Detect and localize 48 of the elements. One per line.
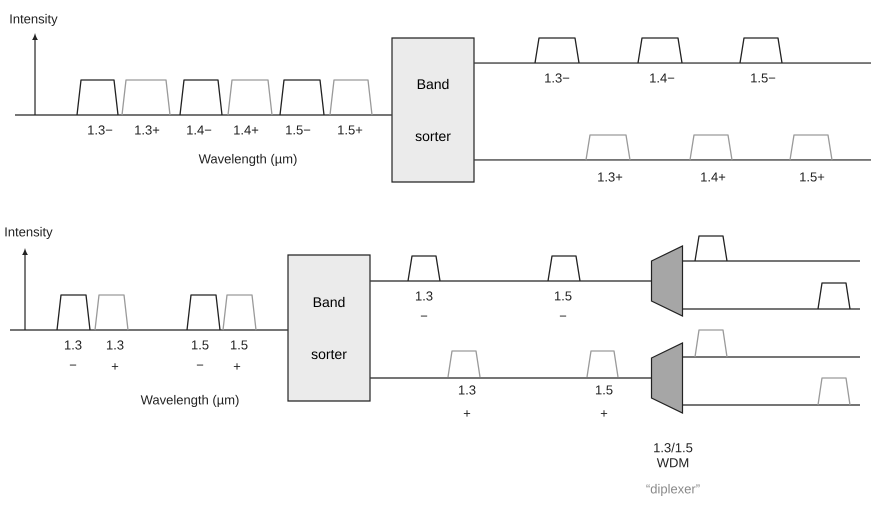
- axis-label: −: [196, 364, 204, 366]
- axis-label: 1.3: [64, 340, 82, 350]
- line: [682, 356, 860, 358]
- wdm-block: [650, 245, 684, 317]
- axis-label: Wavelength (µm): [140, 394, 239, 408]
- device-caption: “diplexer”: [646, 484, 700, 496]
- line: [682, 308, 860, 310]
- axis-label: 1.5: [596, 385, 612, 395]
- axis-label: 1.3: [458, 385, 476, 395]
- line: [370, 280, 652, 282]
- axis-label: +: [600, 410, 608, 417]
- line: [10, 329, 288, 331]
- axis-label: 1.3+: [598, 172, 622, 182]
- axis-label: 1.5+: [338, 125, 362, 135]
- device-caption: 1.3/1.5 WDM: [654, 442, 692, 468]
- line: [370, 377, 652, 379]
- axis-label: 1.4+: [234, 126, 258, 134]
- axis-label: 1.4+: [701, 172, 726, 182]
- line: [474, 159, 871, 161]
- axis-label: +: [112, 363, 118, 370]
- axis-label: Wavelength (µm): [198, 154, 297, 166]
- axis-label: −: [70, 364, 76, 366]
- axis-label: 1.5−: [286, 125, 310, 135]
- axis-label: −: [420, 316, 428, 317]
- axis-label: 1.5−: [751, 73, 776, 83]
- wdm-block: [650, 342, 684, 414]
- axis-label: 1.4−: [187, 126, 212, 134]
- axis-label: 1.3−: [545, 73, 570, 83]
- axis-label: 1.5+: [800, 172, 824, 182]
- axis-label: 1.3+: [135, 125, 160, 135]
- axis-label: 1.3: [416, 291, 432, 301]
- line: [15, 114, 392, 116]
- axis-label: 1.3: [106, 340, 124, 350]
- axis-label: 1.4−: [650, 74, 674, 82]
- axis-label: 1.5: [554, 291, 572, 301]
- axis-label: −: [560, 316, 566, 317]
- axis-label: +: [464, 410, 470, 417]
- band-sorter-box: Band sorter: [391, 37, 475, 183]
- axis-label: 1.5: [230, 340, 248, 350]
- line: [682, 260, 860, 262]
- line: [474, 62, 871, 64]
- axis-label: 1.3−: [88, 125, 112, 135]
- axis-label: +: [234, 363, 240, 370]
- axis-label: Intensity: [10, 14, 58, 26]
- axis-label: 1.5: [192, 340, 208, 350]
- axis-label: Intensity: [5, 226, 53, 240]
- band-sorter-box: Band sorter: [287, 254, 371, 402]
- line: [682, 404, 860, 406]
